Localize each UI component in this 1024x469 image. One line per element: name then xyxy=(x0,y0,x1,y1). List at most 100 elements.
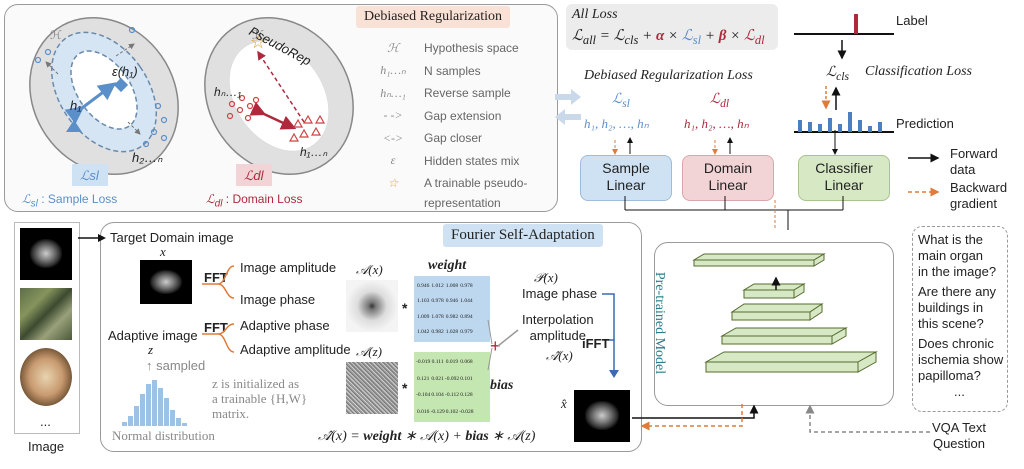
ifft-bracket xyxy=(602,293,619,378)
svg-text:h₂…ₙ: h₂…ₙ xyxy=(132,150,163,165)
legend-symbol: hₙ…₁ xyxy=(380,85,406,100)
matrix-cell: 0.121 xyxy=(417,375,430,382)
legend-text: representation xyxy=(424,195,501,210)
matrix-cell: 0.979 xyxy=(460,329,473,336)
matrix-cell: -0.129 xyxy=(430,408,445,415)
matrix-cell: 1.028 xyxy=(445,329,459,336)
model-panel xyxy=(654,242,894,406)
plus-sign: + xyxy=(490,336,501,356)
matrix-cell: 1.008 xyxy=(445,282,459,289)
svg-text:ℋ: ℋ xyxy=(50,28,62,42)
legend-row: ☆A trainable pseudo- xyxy=(362,172,552,195)
matrix-cell: -0.019 xyxy=(416,359,431,366)
legend-text: Gap extension xyxy=(424,108,502,123)
amplitude-spectrum xyxy=(346,280,398,332)
matrix-cell: -0.112 xyxy=(444,392,459,399)
matrix-cell: -0.028 xyxy=(459,408,474,415)
image-to-panel-arrow xyxy=(78,234,106,242)
legend-symbol: ℋ xyxy=(387,40,399,55)
images-ellipsis: ... xyxy=(40,414,51,429)
mult-top: * xyxy=(402,300,408,316)
model-input-arrows xyxy=(632,404,930,433)
sample-loss-caption: ℒsl : Sample Loss xyxy=(22,192,118,210)
vqa-ellipsis: ... xyxy=(954,384,965,399)
vqa-panel xyxy=(912,226,1008,412)
sampled-label: ↑ sampled xyxy=(146,358,206,373)
xhat-label: x̂ xyxy=(561,396,567,411)
flow-legend xyxy=(908,153,940,197)
normal-histogram xyxy=(122,380,187,426)
legend-text: A trainable pseudo- xyxy=(424,176,528,191)
aerial-thumbnail xyxy=(20,288,72,340)
image-phase-right: Image phase xyxy=(522,286,598,301)
adaptive-image: Adaptive image xyxy=(108,328,198,343)
fft-bottom: FFT xyxy=(204,320,228,335)
prediction-text: Prediction xyxy=(896,116,954,131)
matrix-cell: 0.894 xyxy=(460,313,473,320)
matrix-cell: 0.946 xyxy=(445,298,459,305)
svg-text:hₙ…₁: hₙ…₁ xyxy=(214,85,241,99)
all-loss-formula: ℒall = ℒcls + α × ℒsl + β × ℒdl xyxy=(572,28,765,47)
matrix-cell: 0.982 xyxy=(431,329,444,336)
all-loss-box xyxy=(566,4,778,50)
legend-text: Hidden states mix xyxy=(424,153,520,168)
matrix-cell: -0.092 xyxy=(444,375,460,382)
image-caption: Image xyxy=(28,439,65,454)
ax-label: 𝒜(x) xyxy=(356,262,383,277)
svg-text:☆: ☆ xyxy=(250,32,266,52)
matrix-cell: 0.019 xyxy=(445,359,459,366)
legend-text: Hypothesis space xyxy=(424,41,519,56)
matrix-cell: 1.103 xyxy=(417,298,430,305)
all-loss-title: All Loss xyxy=(572,7,618,22)
image-amplitude: Image amplitude xyxy=(240,260,337,275)
adaptive-amplitude: Adaptive amplitude xyxy=(240,342,351,357)
noise-spectrum xyxy=(346,362,398,414)
legend-symbol: - -> xyxy=(383,108,403,123)
matrix-cell: 0.068 xyxy=(460,359,473,366)
matrix-cell: 0.128 xyxy=(460,392,473,399)
z-symbol: z xyxy=(148,342,154,357)
legend-row: representation xyxy=(362,195,552,211)
x-symbol: x xyxy=(160,244,166,259)
brain-thumbnail xyxy=(20,348,72,406)
adaptive-phase: Adaptive phase xyxy=(240,318,330,333)
legend-symbol: ε xyxy=(390,153,396,168)
lcls: ℒcls xyxy=(826,65,850,83)
svg-text:h₁…ₙ: h₁…ₙ xyxy=(300,145,327,159)
svg-text:ℒdl: ℒdl xyxy=(244,168,265,183)
matrix-cell: 0.978 xyxy=(431,298,444,305)
matrix-cell: -0.104 xyxy=(416,392,431,399)
matrix-cell: 0.946 xyxy=(417,282,430,289)
legend-row: ε Hidden states mix xyxy=(362,150,552,173)
legend-row: ℋ Hypothesis space xyxy=(362,37,552,60)
target-mri xyxy=(140,260,192,304)
legend-text: Gap closer xyxy=(424,131,483,146)
model-label: Pre-trained Model xyxy=(652,271,668,375)
matrix-cell: 1.078 xyxy=(431,313,444,320)
svg-text:ε(h₁): ε(h₁) xyxy=(112,64,138,79)
ahat-label: 𝒜̂(x) xyxy=(546,348,573,363)
matrix-cell: 0.982 xyxy=(445,313,459,320)
svg-text:ℒsl: ℒsl xyxy=(80,168,100,183)
combine-arrows xyxy=(487,319,519,371)
classification-loss-title: Classification Loss xyxy=(865,64,972,79)
matrix-cell: 0.104 xyxy=(431,392,444,399)
fft-braces xyxy=(202,265,235,353)
ldl: ℒdl xyxy=(710,92,730,110)
debiased-header: Debiased Regularization xyxy=(356,6,511,28)
target-domain-title: Target Domain image xyxy=(110,230,234,245)
hs-list-blue: h₁, h₂, …, hₙ xyxy=(584,116,649,131)
ifft-label: iFFT xyxy=(582,336,610,351)
